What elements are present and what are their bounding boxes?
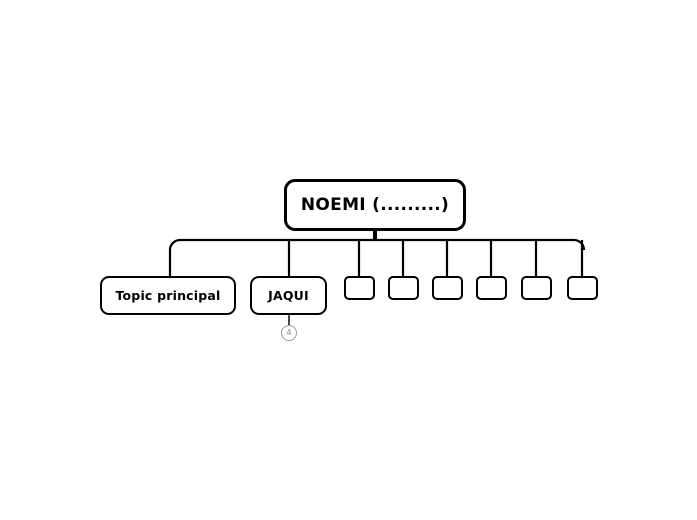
child-node-empty-3[interactable]	[388, 276, 419, 300]
child-node-label: Topic principal	[115, 288, 221, 303]
child-node-empty-5[interactable]	[476, 276, 507, 300]
child-node-0[interactable]: Topic principal	[100, 276, 236, 315]
child-node-label: JAQUI	[268, 288, 309, 303]
collapsed-count-badge[interactable]: 4	[281, 325, 297, 341]
child-node-1[interactable]: JAQUI	[250, 276, 327, 315]
child-node-empty-7[interactable]	[567, 276, 598, 300]
child-node-empty-2[interactable]	[344, 276, 375, 300]
collapsed-count-badge-value: 4	[286, 328, 292, 337]
root-node[interactable]: NOEMI (.........)	[284, 179, 466, 231]
child-node-empty-4[interactable]	[432, 276, 463, 300]
connector-bus	[168, 238, 586, 251]
root-node-label: NOEMI (.........)	[300, 195, 450, 215]
child-node-empty-6[interactable]	[521, 276, 552, 300]
